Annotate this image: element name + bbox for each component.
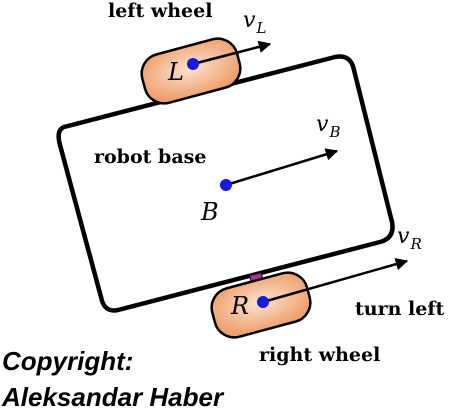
- right-wheel-label: right wheel: [259, 344, 381, 366]
- left-wheel-label: left wheel: [108, 0, 213, 22]
- right-velocity-arrow: [262, 258, 409, 304]
- point-l-label: L: [168, 58, 184, 86]
- base-velocity-symbol: v: [316, 112, 329, 137]
- right-velocity-subscript: R: [410, 235, 422, 253]
- point-r-label: R: [231, 292, 250, 320]
- left-velocity-arrow: [192, 40, 272, 66]
- base-velocity-label: vB: [316, 112, 340, 140]
- left-wheel: [140, 37, 242, 105]
- point-b-dot: [220, 179, 232, 191]
- copyright-line-1: Copyright:: [2, 346, 134, 376]
- right-velocity-symbol: v: [397, 224, 410, 249]
- left-velocity-symbol: v: [243, 8, 256, 33]
- base-velocity-arrow: [225, 148, 339, 187]
- copyright-line-2: Aleksandar Haber: [2, 382, 224, 412]
- right-velocity-label: vR: [397, 224, 422, 252]
- point-l-dot: [187, 58, 199, 70]
- robot-base-label: robot base: [94, 146, 207, 168]
- base-velocity-subscript: B: [329, 123, 341, 141]
- point-r-dot: [257, 296, 269, 308]
- turn-left-label: turn left: [355, 298, 445, 320]
- left-velocity-label: vL: [243, 8, 266, 36]
- point-b-label: B: [201, 198, 219, 226]
- left-velocity-subscript: L: [256, 19, 267, 37]
